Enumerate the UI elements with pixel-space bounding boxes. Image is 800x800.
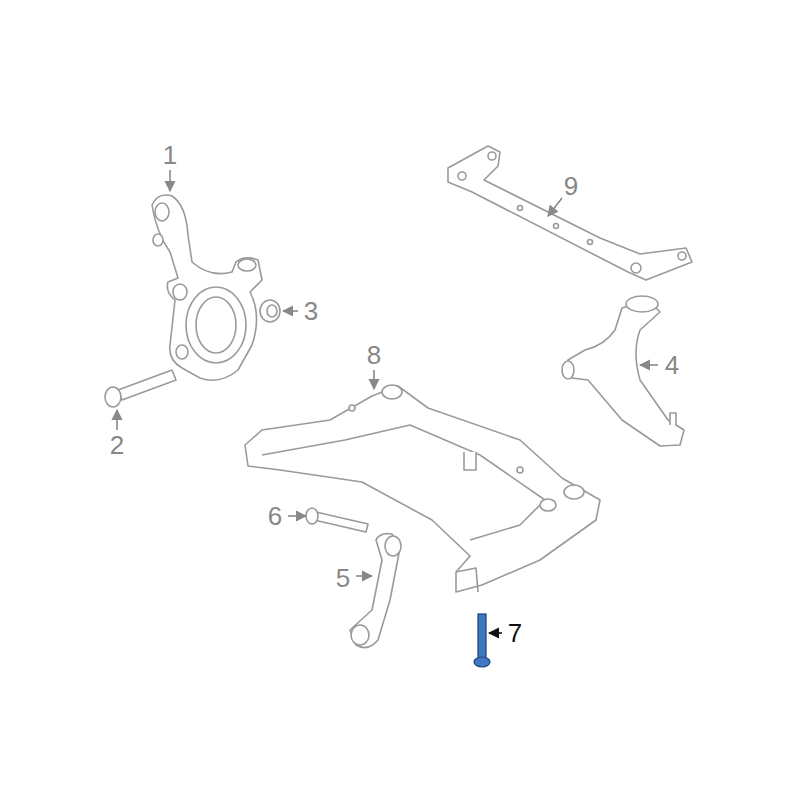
leader-arrow <box>548 198 562 216</box>
subframe <box>245 385 600 592</box>
knuckle-hole <box>173 284 187 300</box>
callout-number: 2 <box>110 432 124 458</box>
callout-number: 9 <box>564 173 578 199</box>
arm-body <box>568 300 684 446</box>
mount-bushing <box>540 499 556 511</box>
stabilizer-link <box>350 534 401 648</box>
nut-outer <box>260 300 280 322</box>
subframe-outline <box>245 386 600 592</box>
mount-stud <box>464 452 476 470</box>
strut-boss <box>238 259 256 271</box>
arm-bushing <box>562 361 574 379</box>
link-bolt <box>306 508 368 532</box>
leader-arrow <box>356 575 372 577</box>
callout-number: 3 <box>304 298 318 324</box>
hub-bore-inner <box>196 297 236 353</box>
leader-arrow <box>169 170 171 191</box>
bar-hole <box>458 172 466 180</box>
knuckle-bolt <box>105 370 176 407</box>
subframe-bolt <box>474 614 490 667</box>
knuckle-eye <box>155 203 169 221</box>
bolt-head <box>474 657 490 667</box>
nut-inner <box>267 305 277 317</box>
mount-bushing <box>564 485 584 499</box>
leader-arrow <box>116 410 118 430</box>
callout-number: 6 <box>268 503 282 529</box>
knuckle-hole <box>153 234 163 246</box>
callout-number: 7 <box>508 620 522 646</box>
bolt-shaft <box>478 614 486 660</box>
link-bushing <box>385 536 401 556</box>
bar-hole <box>554 224 559 229</box>
bar-hole <box>518 206 523 211</box>
link-bushing <box>351 625 369 645</box>
arm-bushing <box>626 296 658 312</box>
subframe-hole <box>349 405 355 411</box>
leader-arrow <box>373 370 375 389</box>
mount-bushing <box>382 385 402 399</box>
leader-arrow <box>288 515 306 517</box>
leader-arrow <box>489 632 502 634</box>
knuckle-hole <box>176 345 188 359</box>
crossmember-bar <box>448 146 692 280</box>
callout-number: 4 <box>665 352 679 378</box>
leader-arrow <box>283 310 298 312</box>
bolt-head <box>105 387 121 407</box>
bar-hole <box>588 240 593 245</box>
bar-hole <box>631 263 641 273</box>
bolt-shaft <box>118 370 176 400</box>
bar-hole <box>678 252 686 260</box>
hub-bore <box>186 287 246 363</box>
subframe-edge <box>262 425 545 540</box>
subframe-hole <box>517 467 523 473</box>
callout-number: 5 <box>336 565 350 591</box>
knuckle-body <box>152 195 262 380</box>
callout-number: 8 <box>367 342 381 368</box>
callout-number: 1 <box>163 142 177 168</box>
ball-joint-stud <box>670 413 676 425</box>
nut <box>260 300 280 322</box>
lower-control-arm <box>562 296 684 446</box>
steering-knuckle <box>152 195 262 380</box>
bolt-shaft <box>314 512 368 532</box>
subframe-bracket <box>456 568 478 592</box>
link-body <box>350 534 400 648</box>
leader-arrow <box>640 364 658 366</box>
bolt-head <box>306 508 318 524</box>
bar-hole <box>488 152 496 160</box>
bar-outline <box>448 146 692 280</box>
